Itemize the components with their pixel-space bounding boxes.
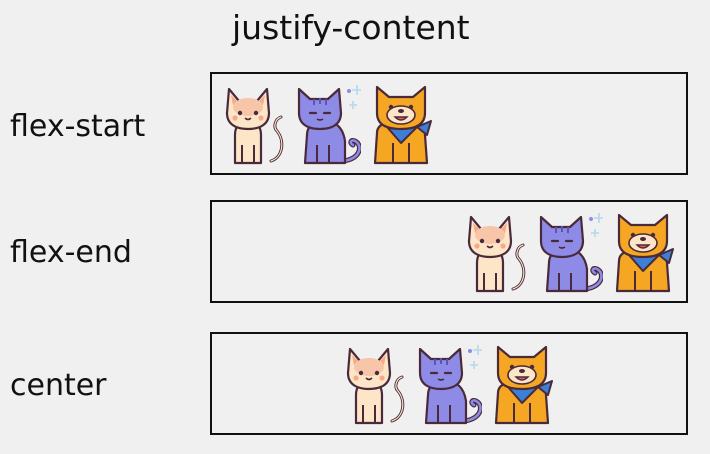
blue-cat-icon bbox=[416, 343, 482, 425]
blue-cat-icon bbox=[537, 211, 603, 293]
diagram-title: justify-content bbox=[232, 8, 470, 47]
cat-icon bbox=[463, 211, 529, 293]
label-flex-end: flex-end bbox=[10, 235, 132, 270]
dog-icon bbox=[490, 343, 556, 425]
center-container bbox=[210, 332, 688, 435]
dog-icon bbox=[611, 211, 677, 293]
label-center: center bbox=[10, 368, 107, 403]
label-flex-start: flex-start bbox=[10, 109, 146, 144]
cat-icon bbox=[221, 83, 287, 165]
flex-start-container bbox=[210, 72, 688, 175]
cat-icon bbox=[342, 343, 408, 425]
dog-icon bbox=[369, 83, 435, 165]
blue-cat-icon bbox=[295, 83, 361, 165]
flex-end-container bbox=[210, 200, 688, 303]
